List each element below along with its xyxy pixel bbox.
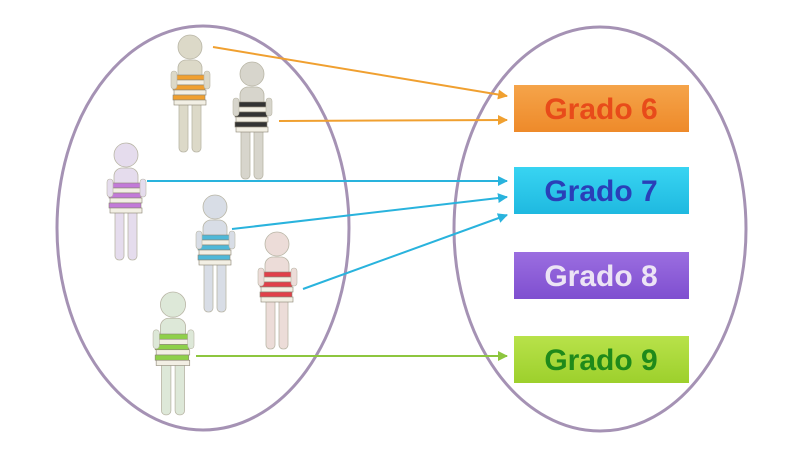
student-6-book	[155, 359, 191, 366]
student-2-book	[235, 126, 269, 133]
student-5-figure	[257, 231, 298, 350]
student-6-book	[154, 354, 190, 361]
student-6-books	[154, 333, 191, 366]
student-1-head	[177, 34, 203, 60]
grade-label-8: Grado 8	[544, 260, 657, 293]
student-3-books	[108, 182, 143, 214]
student-1-book	[173, 89, 207, 96]
student-2-book	[234, 121, 268, 128]
student-6-book	[154, 333, 190, 340]
student-4-book	[198, 239, 232, 246]
arrow-student-5-to-grado-7	[302, 213, 508, 290]
student-4-book	[198, 249, 232, 256]
arrows	[147, 46, 508, 361]
student-4-head	[202, 194, 228, 220]
student-6-left-arm	[152, 329, 160, 349]
grades-set-ellipse	[452, 25, 748, 433]
student-1-right-arm	[203, 70, 211, 90]
student-2-figure	[232, 61, 273, 180]
student-3-book	[109, 187, 143, 194]
student-5-book	[259, 291, 293, 298]
student-3-book	[108, 182, 142, 189]
student-1-books	[172, 74, 207, 106]
student-6-book	[155, 349, 191, 356]
student-5-head	[264, 231, 290, 257]
grade-box-7: Grado 7	[514, 167, 689, 214]
student-1-left-arm	[170, 70, 178, 90]
grade-box-7-bg	[514, 167, 689, 214]
student-6-right-arm	[187, 329, 195, 349]
student-1-book	[173, 79, 207, 86]
grade-box-6: Grado 6	[514, 85, 689, 132]
grade-box-8: Grado 8	[514, 252, 689, 299]
student-4-right-arm	[228, 230, 236, 250]
student-1-book	[173, 99, 207, 106]
grade-box-6-bg	[514, 85, 689, 132]
student-6-head	[159, 291, 186, 318]
student-4-book	[198, 259, 232, 266]
student-6-figure	[152, 291, 195, 416]
student-1-book	[172, 84, 206, 91]
student-3-book	[108, 192, 142, 199]
student-5-book	[259, 271, 293, 278]
student-5-book	[260, 296, 294, 303]
student-6-book	[155, 338, 191, 345]
grade-label-6: Grado 6	[544, 93, 657, 126]
student-5-book	[259, 281, 293, 288]
student-5-left-arm	[257, 267, 265, 287]
grade-label-7: Grado 7	[544, 175, 657, 208]
student-4-left-arm	[195, 230, 203, 250]
student-4-book	[197, 234, 231, 241]
student-2-left-arm	[232, 97, 240, 117]
student-1-figure	[170, 34, 211, 153]
student-2-head	[239, 61, 265, 87]
grade-box-9-bg	[514, 336, 689, 383]
arrow-student-4-to-grado-7	[231, 193, 508, 230]
student-3-book	[109, 197, 143, 204]
student-1-book	[172, 94, 206, 101]
student-2-books	[234, 101, 269, 133]
grade-box-9: Grado 9	[514, 336, 689, 383]
student-2-book	[234, 111, 268, 118]
student-2-book	[234, 101, 268, 108]
student-4-books	[197, 234, 232, 266]
arrow-student-2-to-grado-6	[278, 115, 508, 126]
students-group	[106, 34, 298, 416]
student-1-book	[172, 74, 206, 81]
student-5-right-arm	[290, 267, 298, 287]
student-2-right-arm	[265, 97, 273, 117]
student-3-head	[113, 142, 139, 168]
student-2-book	[235, 116, 269, 123]
student-4-figure	[195, 194, 236, 313]
student-6-book	[154, 344, 190, 351]
student-2-book	[235, 106, 269, 113]
students-set-ellipse	[55, 24, 351, 432]
student-5-book	[260, 276, 294, 283]
student-3-right-arm	[139, 178, 147, 198]
student-4-book	[197, 254, 231, 261]
grade-label-9: Grado 9	[544, 344, 657, 377]
student-3-figure	[106, 142, 147, 261]
student-4-book	[197, 244, 231, 251]
grade-box-8-bg	[514, 252, 689, 299]
student-3-book	[108, 202, 142, 209]
student-5-book	[260, 286, 294, 293]
student-3-left-arm	[106, 178, 114, 198]
arrow-student-1-to-grado-6	[212, 46, 508, 100]
student-3-book	[109, 207, 143, 214]
student-5-books	[259, 271, 294, 303]
